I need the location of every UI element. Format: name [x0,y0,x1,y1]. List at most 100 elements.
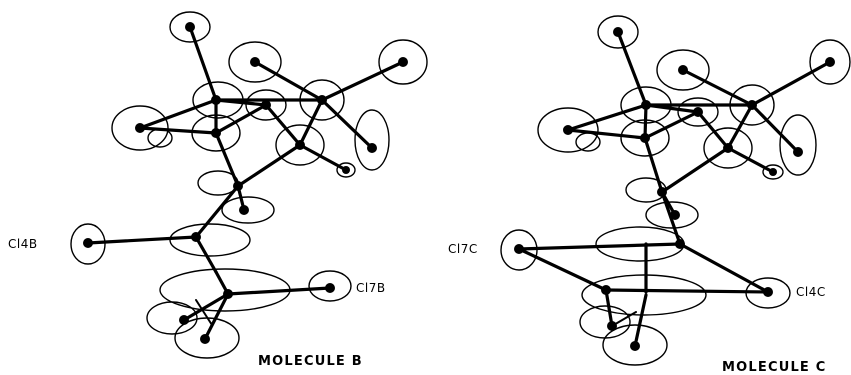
atom [367,143,377,153]
ellipsoid-top [597,15,639,49]
bond [643,136,664,194]
molecule-c-atoms [514,27,835,351]
bond [517,247,608,292]
atom [793,147,803,157]
atom [179,315,189,325]
ellipsoid [354,109,390,171]
bond [604,288,770,294]
atom [211,128,221,138]
bond [214,131,240,188]
bond [253,60,324,102]
ellipsoid [677,97,719,127]
bond [320,98,374,150]
bond [566,128,647,140]
atom [723,143,733,153]
bond [194,235,218,274]
caption-molecule-b: MOLECULE B [258,354,363,369]
bond [194,184,240,239]
bond [214,103,268,135]
ellipsoid [779,114,817,176]
bond [604,288,614,328]
atom [317,95,327,105]
bond [726,103,754,150]
atom [640,133,650,143]
ellipsoid [809,39,851,85]
label-cl4c: Cl4C [796,285,826,299]
atom [261,100,271,110]
ellipsoid [308,270,352,302]
bond [726,146,775,174]
molecule-b: Cl4B Cl7B MOLECULE B [8,11,428,369]
bond [320,60,405,102]
bond [298,98,324,147]
ellipsoid [575,132,601,152]
bond [616,30,648,107]
atom [630,341,640,351]
ellipsoid [111,105,169,151]
atom [239,205,249,215]
ellipsoid [645,201,699,229]
molecule-b-ellipsoids [70,11,428,359]
bond [226,286,332,296]
bond [182,292,230,322]
atom [200,334,210,344]
label-cl7b: Cl7B [356,281,386,295]
ellipsoid [581,274,707,316]
ellipsoid [656,49,710,91]
ellipsoid [336,162,356,178]
caption-molecule-c: MOLECULE C [722,360,826,375]
ellipsoid-top [169,11,211,43]
atom [825,57,835,67]
ellipsoid [602,324,668,366]
atom [233,181,243,191]
molecule-b-atoms [83,22,408,344]
ellipsoid [703,127,753,169]
bond [264,103,302,147]
bond [517,242,682,251]
atom [675,239,685,249]
bond [660,146,730,194]
atom-cl4c [763,287,773,297]
molecule-c-ellipsoids [500,15,851,366]
bond [643,103,648,140]
ellipsoid [762,164,784,180]
atom [747,100,757,110]
atom-cl4b [83,238,93,248]
bond [678,242,770,294]
ellipsoid [147,128,173,148]
ellipsoid [275,124,325,166]
bond [750,60,832,107]
molecule-c-bonds [517,30,832,348]
label-cl4b: Cl4B [8,237,38,251]
atom [398,57,408,67]
bond [203,292,230,341]
bond [86,235,198,245]
atom [607,321,617,331]
label-cl7c: Cl7C [448,242,478,256]
bond [138,126,218,135]
atom-cl7c [514,244,524,254]
bond [138,98,218,130]
atom [185,22,195,32]
ellipsoid [537,107,599,153]
atom [342,166,350,174]
ellipsoid [228,41,282,83]
atom [295,140,305,150]
bond [696,110,730,150]
bond [236,143,302,188]
bond [298,143,348,172]
atom [563,125,573,135]
atom [657,187,667,197]
bond [633,293,648,348]
bond [643,110,700,140]
ellipsoid [169,223,251,257]
atom [613,27,623,37]
atom [601,285,611,295]
atom [670,210,680,220]
ellipsoid [70,223,106,265]
atom [769,168,777,176]
atom-cl7b [325,283,335,293]
bond [188,25,218,102]
atom [191,232,201,242]
ellipsoid [221,196,275,224]
